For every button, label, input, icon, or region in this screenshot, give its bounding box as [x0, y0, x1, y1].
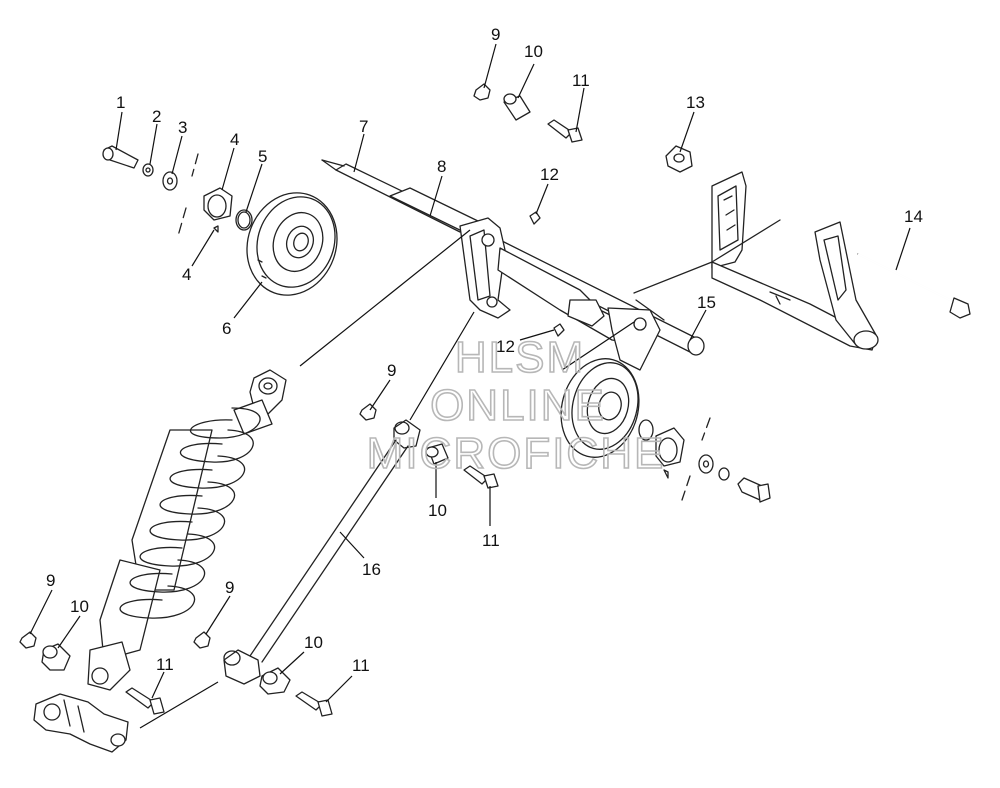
callout-4-upper: 4 — [230, 130, 239, 149]
watermark: HLSM ONLINE MICROFICHE — [366, 332, 666, 479]
callout-7: 7 — [359, 117, 368, 136]
watermark-line-2: ONLINE — [430, 381, 606, 430]
callout-2: 2 — [152, 107, 161, 126]
callout-9-top: 9 — [491, 25, 500, 44]
callout-14: 14 — [904, 207, 923, 226]
callout-9-lower-left: 9 — [46, 571, 55, 590]
callout-15: 15 — [697, 293, 716, 312]
callout-10-lower-left: 10 — [70, 597, 89, 616]
callout-9-middle: 9 — [387, 361, 396, 380]
watermark-line-3: MICROFICHE — [367, 429, 666, 478]
main-shaft-assembly — [321, 159, 705, 371]
callout-13: 13 — [686, 93, 705, 112]
callout-10-lower: 10 — [304, 633, 323, 652]
shock-absorber — [33, 369, 287, 753]
callout-10-top: 10 — [524, 42, 543, 61]
callout-6: 6 — [222, 319, 231, 338]
right-hardware-stack — [638, 417, 771, 503]
lower-hardware — [19, 631, 333, 717]
watermark-line-1: HLSM — [455, 333, 585, 382]
callout-5: 5 — [258, 147, 267, 166]
callout-11-top: 11 — [572, 71, 590, 90]
left-idler-wheel-part-6 — [246, 192, 338, 296]
callout-4-lower: 4 — [182, 265, 191, 284]
callout-8: 8 — [437, 157, 446, 176]
callout-3: 3 — [178, 118, 187, 137]
callout-labels: 1 2 3 4 4 5 6 7 8 9 10 11 12 13 14 15 12… — [46, 25, 923, 675]
callout-12-upper: 12 — [540, 165, 559, 184]
callout-12-lower: 12 — [496, 337, 515, 356]
leader-lines — [29, 43, 911, 729]
callout-16: 16 — [362, 560, 381, 579]
link-rod-part-16 — [223, 439, 409, 685]
callout-11-middle: 11 — [482, 531, 500, 550]
middle-hardware — [359, 403, 499, 489]
long-bolt-part-14 — [857, 253, 971, 319]
callout-11-lower-left: 11 — [156, 655, 174, 674]
callout-10-middle: 10 — [428, 501, 447, 520]
upper-hardware — [473, 83, 693, 337]
right-idler-wheel — [560, 358, 640, 458]
callout-11-lower: 11 — [352, 656, 370, 675]
left-hardware-stack — [102, 145, 253, 237]
callout-9-lower: 9 — [225, 578, 234, 597]
rear-frame-bracket — [633, 171, 879, 351]
callout-1: 1 — [116, 93, 125, 112]
